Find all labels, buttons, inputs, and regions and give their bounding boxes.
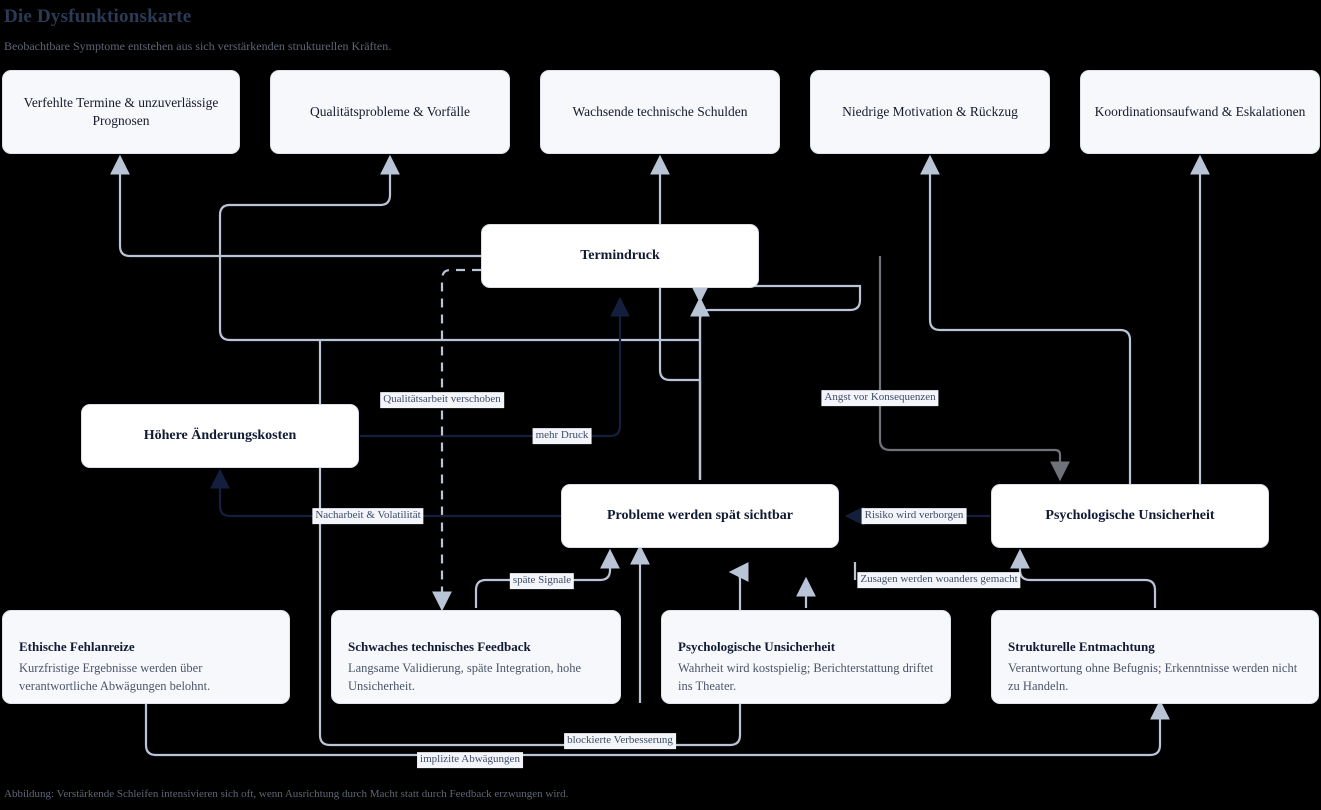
edge-label-angst-vor-konsequenzen: Angst vor Konsequenzen	[821, 390, 939, 406]
symptom-label: Koordinationsaufwand & Eskalationen	[1094, 103, 1306, 119]
symptom-label: Verfehlte Termine & unzuverlässige Progn…	[23, 94, 219, 128]
symptom-node-2[interactable]: Qualitätsprobleme & Vorfälle	[270, 70, 510, 154]
symptom-node-5[interactable]: Koordinationsaufwand & Eskalationen	[1080, 70, 1320, 154]
edge-label-spaete-signale: späte Signale	[509, 573, 575, 589]
root-cause-psych-unsicherheit[interactable]: Psychologische Unsicherheit Wahrheit wir…	[661, 610, 951, 704]
root-cause-desc: Langsame Validierung, späte Integration,…	[348, 660, 582, 693]
root-cause-desc: Kurzfristige Ergebnisse werden über vera…	[19, 660, 211, 693]
page-subtitle: Beobachtbare Symptome entstehen aus sich…	[4, 39, 392, 53]
page-title: Die Dysfunktionskarte	[4, 6, 192, 27]
edge-label-nacharbeit-volatilitaet: Nacharbeit & Volatilität	[312, 508, 424, 524]
root-cause-strukturelle-entmachtung[interactable]: Strukturelle Entmachtung Verantwortung o…	[991, 610, 1319, 704]
mechanism-label: Höhere Änderungskosten	[143, 428, 297, 443]
mechanism-node-psych-unsicherheit[interactable]: Psychologische Unsicherheit	[991, 484, 1269, 548]
mechanism-node-aenderungskosten[interactable]: Höhere Änderungskosten	[81, 404, 359, 468]
mechanism-node-spaet-sichtbar[interactable]: Probleme werden spät sichtbar	[561, 484, 839, 548]
edge-label-qualitaetsarbeit: Qualitätsarbeit verschoben	[380, 392, 504, 408]
root-cause-title: Strukturelle Entmachtung	[1008, 639, 1155, 654]
edge-label-implizite-abwaegungen: implizite Abwägungen	[417, 752, 523, 768]
symptom-node-4[interactable]: Niedrige Motivation & Rückzug	[810, 70, 1050, 154]
edge-label-blockierte-verbesserung: blockierte Verbesserung	[564, 733, 676, 749]
mechanism-node-termindruck[interactable]: Termindruck	[481, 224, 759, 288]
edge-label-mehr-druck: mehr Druck	[532, 428, 592, 444]
root-cause-title: Psychologische Unsicherheit	[678, 639, 836, 654]
root-cause-title: Ethische Fehlanreize	[19, 639, 135, 654]
mechanism-label: Probleme werden spät sichtbar	[607, 508, 793, 523]
mechanism-label: Termindruck	[580, 248, 660, 263]
mechanism-label: Psychologische Unsicherheit	[1045, 508, 1215, 523]
edge-label-risiko-verborgen: Risiko wird verborgen	[861, 508, 967, 524]
edge-label-zusagen-woanders: Zusagen werden woanders gemacht	[857, 572, 1021, 588]
symptom-node-3[interactable]: Wachsende technische Schulden	[540, 70, 780, 154]
root-cause-desc: Verantwortung ohne Befugnis; Erkenntniss…	[1008, 660, 1298, 693]
root-cause-schwaches-feedback[interactable]: Schwaches technisches Feedback Langsame …	[331, 610, 621, 704]
symptom-node-1[interactable]: Verfehlte Termine & unzuverlässige Progn…	[2, 70, 240, 154]
root-cause-title: Schwaches technisches Feedback	[348, 639, 531, 654]
figure-caption: Abbildung: Verstärkende Schleifen intens…	[4, 788, 569, 800]
root-cause-ethische-fehlanreize[interactable]: Ethische Fehlanreize Kurzfristige Ergebn…	[2, 610, 290, 704]
symptom-label: Qualitätsprobleme & Vorfälle	[310, 103, 470, 119]
symptom-label: Wachsende technische Schulden	[572, 103, 748, 119]
root-cause-desc: Wahrheit wird kostspielig; Berichterstat…	[678, 660, 934, 693]
symptom-label: Niedrige Motivation & Rückzug	[842, 103, 1018, 119]
